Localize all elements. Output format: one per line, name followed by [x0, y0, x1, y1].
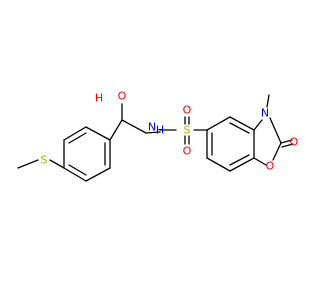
bond [206, 116, 231, 131]
bonds [17, 94, 294, 182]
bond [229, 154, 250, 166]
bond [266, 94, 270, 108]
bond [109, 119, 123, 141]
carbonyl-o-label: O [290, 136, 299, 149]
amide-h-label: H [156, 124, 164, 137]
sulfonyl-o-bottom-label: O [183, 145, 192, 158]
bond [49, 159, 65, 169]
bond [229, 116, 255, 131]
bond [229, 122, 250, 134]
structure-svg: O H N H S O O S N O O [17, 90, 299, 182]
bond [68, 164, 87, 176]
molecule-diagram: O H N H S O O S N O O [17, 90, 299, 182]
thioether-s-label: S [41, 154, 48, 167]
bond [17, 159, 39, 169]
bond [253, 157, 267, 166]
sulfonyl-o-top-label: O [183, 104, 192, 117]
bond [229, 157, 255, 172]
bond [281, 143, 294, 148]
bond [121, 119, 147, 134]
ring-n-label: N [261, 107, 269, 120]
bond [269, 117, 282, 144]
bond [63, 126, 87, 141]
sulfonyl-s-label: S [184, 124, 191, 137]
bond [63, 167, 87, 182]
hydroxyl-h-label: H [95, 92, 103, 105]
atom-labels: O H N H S O O S N O O [41, 90, 299, 173]
bond [280, 139, 293, 144]
amide-n-label: N [148, 121, 156, 134]
bond [253, 119, 263, 131]
hydroxyl-o-label: O [118, 90, 127, 103]
bond [85, 126, 111, 141]
bond [68, 132, 87, 144]
bond [272, 142, 282, 161]
bond [145, 131, 161, 134]
bond [85, 167, 111, 182]
ring-o-label: O [266, 160, 275, 173]
bond [206, 157, 231, 172]
